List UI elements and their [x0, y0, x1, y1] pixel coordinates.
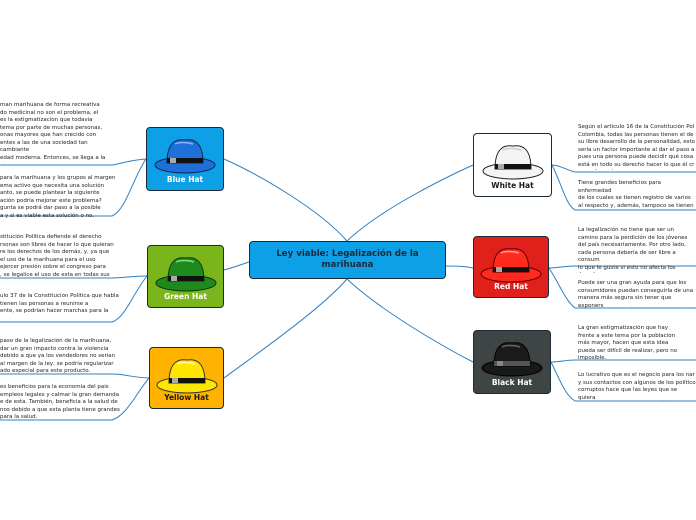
- connector-yellow: [223, 278, 348, 379]
- yellow-note-2: es beneficios para la economía del país …: [0, 384, 120, 420]
- black-hat-label: Black Hat: [491, 378, 533, 387]
- yellow-note-1: paso de la legalización de la marihuana,…: [0, 338, 116, 374]
- central-topic-title: Ley viable: Legalización de la marihuana: [276, 249, 419, 270]
- yellow-hat-node[interactable]: Yellow Hat: [149, 347, 224, 409]
- black-hat-icon: [481, 342, 543, 377]
- connector-white-note2: [551, 164, 696, 211]
- white-hat-label: White Hat: [491, 181, 534, 190]
- red-hat-label: Red Hat: [494, 282, 528, 291]
- blue-note-1: man marihuana de forma recreativa do med…: [0, 102, 106, 161]
- connector-black: [346, 278, 474, 363]
- connector-blue-note2: [0, 158, 147, 217]
- black-hat-node[interactable]: Black Hat: [473, 330, 551, 394]
- central-topic[interactable]: Ley viable: Legalización de la marihuana: [249, 241, 446, 279]
- connector-red: [445, 265, 474, 269]
- red-note-2: Puede ser una gran ayuda para que los co…: [578, 280, 694, 309]
- yellow-hat-icon: [156, 359, 217, 394]
- white-hat-node[interactable]: White Hat: [473, 133, 552, 197]
- connector-green-note2: [0, 275, 148, 323]
- green-hat-icon: [155, 257, 216, 292]
- connector-green-note1: [0, 275, 148, 279]
- connector-blue: [223, 158, 348, 242]
- red-note-1: La legalización no tiene que ser un cami…: [578, 227, 688, 273]
- red-hat-node[interactable]: Red Hat: [473, 236, 549, 298]
- white-note-1: Según el artículo 16 de la Constitución …: [578, 124, 696, 170]
- green-hat-node[interactable]: Green Hat: [147, 245, 224, 308]
- blue-hat-label: Blue Hat: [166, 175, 204, 184]
- connector-black-note1: [550, 359, 696, 363]
- connector-green: [223, 261, 250, 271]
- connector-white-note1: [551, 164, 696, 173]
- connector-yellow-note2: [0, 377, 150, 421]
- white-note-2: Tiene grandes beneficios para enfermedad…: [578, 180, 694, 209]
- blue-note-2: para la marihuana y los grupos al margen…: [0, 175, 116, 219]
- connector-blue-note1: [0, 158, 147, 166]
- green-note-1: stitución Política defiende el derecho r…: [0, 234, 114, 278]
- yellow-hat-label: Yellow Hat: [164, 393, 209, 402]
- connector-red-note2: [548, 267, 696, 309]
- green-note-2: ulo 37 de la Constitución Política que h…: [0, 293, 119, 314]
- connector-yellow-note1: [0, 373, 150, 379]
- connector-red-note1: [548, 265, 696, 269]
- green-hat-label: Green Hat: [164, 292, 207, 301]
- black-note-1: La gran estigmatización que hay frente a…: [578, 325, 678, 361]
- red-hat-icon: [480, 248, 542, 283]
- connector-black-note2: [550, 361, 696, 402]
- connector-white: [346, 164, 474, 242]
- blue-hat-icon: [154, 139, 216, 174]
- black-note-2: Lo lucrativo que es el negocio para los …: [578, 372, 696, 401]
- white-hat-icon: [482, 145, 543, 180]
- blue-hat-node[interactable]: Blue Hat: [146, 127, 224, 191]
